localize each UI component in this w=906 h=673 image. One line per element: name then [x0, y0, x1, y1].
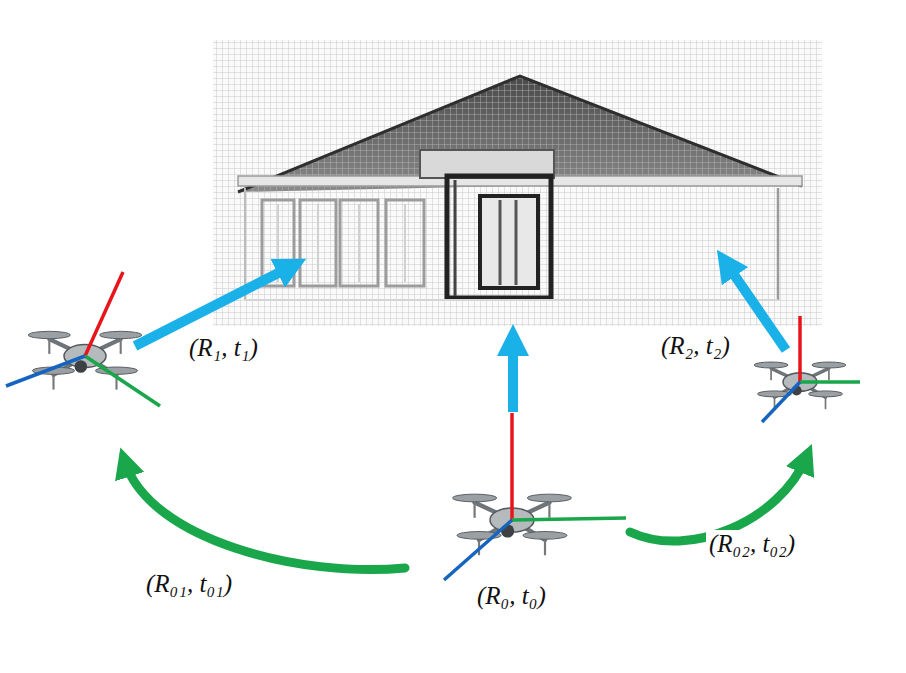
axis-line [512, 518, 626, 520]
drone-leg [52, 375, 54, 390]
axis-line [6, 356, 85, 386]
drones [6, 272, 860, 580]
drone-leg [548, 502, 550, 517]
axis-line [762, 382, 800, 422]
propeller [527, 494, 571, 502]
drone-leg [120, 339, 122, 354]
motion-arrows [125, 458, 806, 570]
axis-line [85, 356, 160, 406]
pose-label: (R₀, t₀) [474, 582, 549, 611]
propeller [28, 331, 70, 338]
axis-line [800, 380, 860, 384]
propeller [453, 494, 497, 502]
drone [6, 272, 160, 406]
house-image [213, 40, 822, 326]
drone [754, 316, 860, 422]
pose-label: (R₂, t₂) [658, 332, 733, 361]
axis-line [510, 413, 514, 520]
pose-label: (R₀₁, t₀₁) [143, 570, 235, 599]
propeller [809, 391, 843, 397]
pose-label: (R₀₂, t₀₂) [706, 530, 798, 559]
axis-line [444, 520, 512, 580]
drone-leg [770, 368, 772, 380]
axis-line [798, 316, 802, 382]
drone-leg [544, 540, 546, 555]
axis-line [85, 272, 123, 356]
propeller [100, 331, 142, 338]
pose-label: (R₁, t₁) [186, 334, 261, 363]
drone-camera [75, 360, 88, 373]
propeller [812, 362, 846, 368]
propeller [523, 532, 567, 540]
propeller [754, 362, 788, 368]
drone-leg [48, 339, 50, 354]
drone-leg [828, 368, 830, 380]
drone [444, 413, 626, 580]
view-arrows [135, 263, 786, 412]
drone-leg [825, 397, 827, 409]
drone-leg [474, 502, 476, 517]
